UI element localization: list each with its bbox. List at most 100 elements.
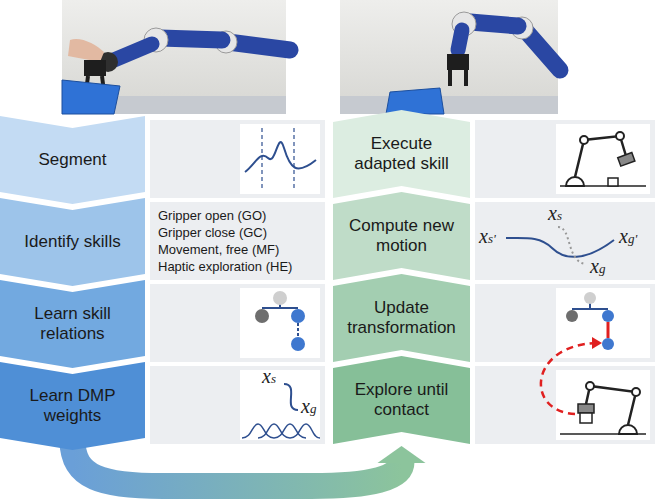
stage-chevron: Compute new motion <box>333 192 470 280</box>
basis-function <box>290 424 320 438</box>
text-area: Update transformation <box>333 286 470 350</box>
chevron-outline <box>0 362 145 450</box>
stage-chevron: Update transformation <box>333 274 470 362</box>
stage-chevron: Identify skills <box>0 198 145 286</box>
gripper-finger <box>448 70 452 86</box>
robot-arm <box>575 136 626 177</box>
basis-function <box>242 424 274 438</box>
photo-reproduction <box>340 0 560 114</box>
gripper <box>84 60 106 76</box>
photo-background <box>62 0 286 114</box>
panel <box>150 120 325 198</box>
icon-background <box>240 370 320 440</box>
stage-chevron: Learn skill relations <box>0 280 145 368</box>
chevron-outline <box>333 274 470 362</box>
chevron-outline <box>0 116 145 204</box>
stage-title: Identify skills <box>24 232 120 252</box>
robot-joint <box>632 388 640 396</box>
chevron-outline <box>333 110 470 198</box>
robot-joint <box>616 132 624 140</box>
icon-background <box>556 370 650 440</box>
stage-title: Execute adapted skill <box>341 134 462 174</box>
robot-base <box>619 425 637 434</box>
text-area: Execute adapted skill <box>333 122 470 186</box>
panel <box>475 366 655 444</box>
transformation-link <box>607 322 610 338</box>
robot-link <box>114 44 152 60</box>
tree-node <box>255 309 269 323</box>
basis-function <box>274 424 306 438</box>
arrowhead <box>378 446 426 463</box>
loop-arrow <box>73 440 426 486</box>
stage-title: Update transformation <box>341 298 462 338</box>
table <box>340 96 558 114</box>
segment-icon <box>240 124 320 194</box>
icon-background <box>240 288 320 358</box>
tree-node <box>602 310 614 322</box>
object <box>580 413 592 423</box>
text-area: Compute new motion <box>333 204 470 268</box>
stage-title: Explore until contact <box>341 380 462 420</box>
stage-title: Segment <box>38 150 106 170</box>
gripper <box>578 404 594 413</box>
stage-title: Learn DMP weights <box>8 386 137 426</box>
blue-box <box>62 80 120 114</box>
basis-function <box>258 424 290 438</box>
point-label: xg <box>590 256 605 279</box>
panel <box>475 284 655 362</box>
stage-chevron: Explore until contact <box>333 356 470 444</box>
point-label: xs' <box>479 226 496 249</box>
point-label: xs <box>548 203 562 226</box>
loop-band <box>73 440 402 486</box>
tree-node <box>566 310 578 322</box>
gripper <box>447 54 469 70</box>
skill-item: Movement, free (MF) <box>158 241 279 258</box>
robot-link <box>470 22 518 26</box>
segment-line <box>293 128 294 190</box>
text-area: Learn DMP weights <box>0 374 145 438</box>
old-trajectory <box>558 227 586 264</box>
tree-node <box>291 337 305 351</box>
explore-icon <box>556 370 650 440</box>
human-hand <box>68 39 104 62</box>
chevron-outline <box>333 192 470 280</box>
gripper-finger <box>464 70 468 86</box>
relations-icon <box>240 288 320 358</box>
new-trajectory <box>506 238 614 257</box>
chevron-outline <box>333 356 470 444</box>
exploration-arrow <box>541 343 597 414</box>
text-area: Gripper open (GO)Gripper close (GC)Movem… <box>150 202 325 280</box>
panel <box>475 202 655 280</box>
chevron-outline <box>0 198 145 286</box>
icon-background <box>556 124 650 194</box>
gripper <box>618 153 635 167</box>
text-area: Identify skills <box>0 210 145 274</box>
panel <box>150 366 325 444</box>
execute-icon <box>556 124 650 194</box>
photo-demonstration <box>62 0 290 114</box>
signal-curve <box>245 142 316 172</box>
segment-line <box>261 128 262 190</box>
dmp-icon <box>240 370 320 440</box>
trajectory <box>284 384 298 410</box>
text-area: Segment <box>0 128 145 192</box>
blue-box <box>386 88 444 114</box>
photo-background <box>340 0 558 114</box>
point-label: xs <box>262 366 276 389</box>
point-label: xg <box>301 396 316 419</box>
point-label: xg' <box>619 226 637 249</box>
chevron-outline <box>0 280 145 368</box>
robot-joint <box>580 136 588 144</box>
list-panel: Gripper open (GO)Gripper close (GC)Movem… <box>150 202 325 280</box>
panel <box>150 284 325 362</box>
tree-node <box>602 338 614 350</box>
arrowhead <box>592 337 602 349</box>
stage-chevron: Segment <box>0 116 145 204</box>
tree-node <box>273 291 287 305</box>
robot-link <box>160 38 222 40</box>
skill-item: Gripper open (GO) <box>158 207 266 224</box>
robot-base <box>566 177 584 186</box>
text-area: Explore until contact <box>333 368 470 432</box>
stage-chevron: Learn DMP weights <box>0 362 145 450</box>
